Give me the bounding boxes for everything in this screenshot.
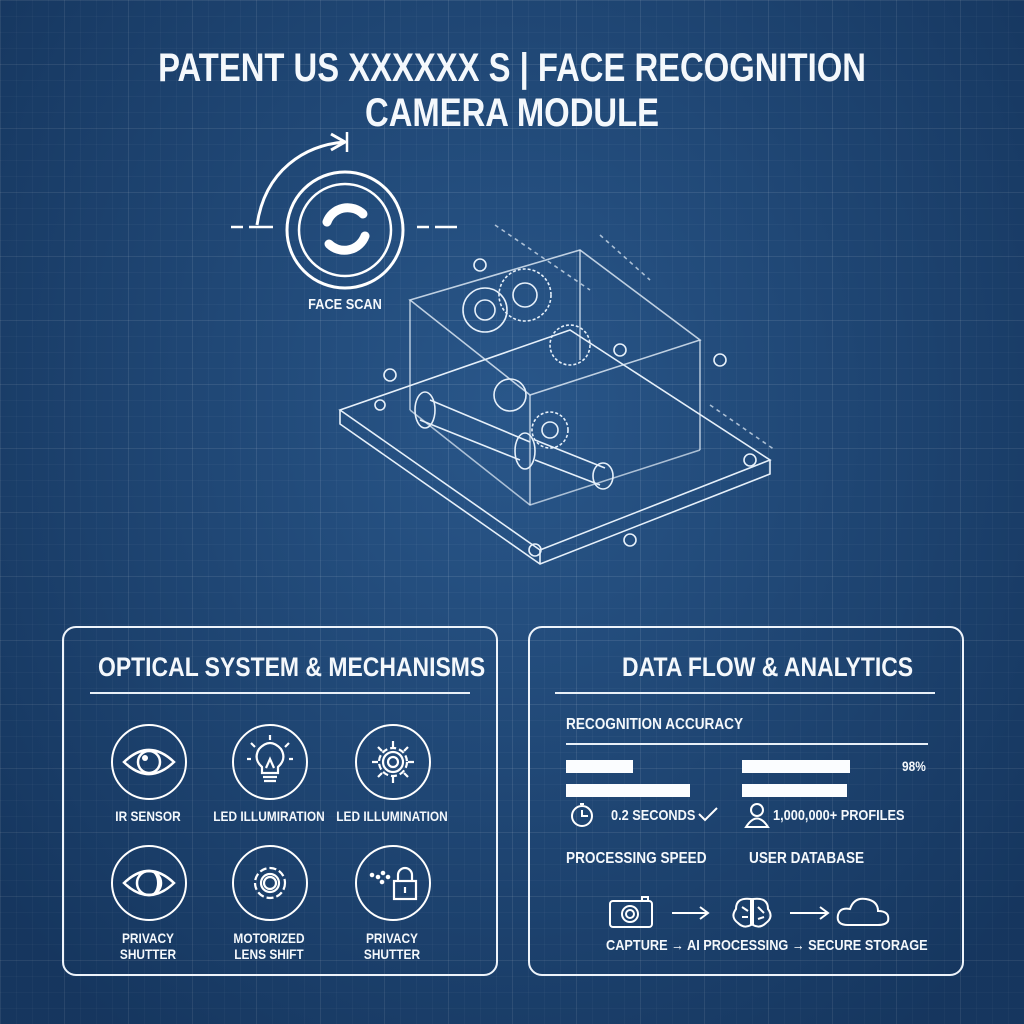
metric-bar <box>566 784 690 797</box>
flow-secure-storage: SECURE STORAGE <box>808 937 928 954</box>
accuracy-value: 98% <box>902 758 926 774</box>
user-icon <box>744 803 770 828</box>
cloud-icon <box>836 897 890 926</box>
data-flow-panel <box>528 626 964 976</box>
data-flow-icons <box>609 896 890 928</box>
eye-icon <box>122 748 176 776</box>
flow-arrow: → <box>791 937 805 954</box>
metric-bar <box>742 760 850 773</box>
label-line: SHUTTER <box>119 946 177 962</box>
label-line: LENS SHIFT <box>234 946 304 962</box>
item-ir-sensor <box>111 724 187 800</box>
brain-icon <box>732 897 772 928</box>
optical-panel-title: OPTICAL SYSTEM & MECHANISMS <box>98 652 486 682</box>
flow-arrow: → <box>671 937 684 954</box>
item-privacy-shutter-lock <box>355 845 431 921</box>
flow-ai-processing: AI PROCESSING <box>687 937 789 954</box>
label-line: SHUTTER <box>363 946 421 962</box>
accuracy-label: RECOGNITION ACCURACY <box>566 716 744 733</box>
divider <box>566 743 928 745</box>
label-line: MOTORIZED <box>233 930 305 946</box>
speed-label: PROCESSING SPEED <box>566 850 707 867</box>
item-led-illumination-2 <box>355 724 431 800</box>
metric-bar <box>566 760 633 773</box>
flow-capture: CAPTURE <box>606 937 668 954</box>
item-label: LED ILLUMINATION <box>336 808 448 824</box>
database-label: USER DATABASE <box>749 850 865 867</box>
database-value: 1,000,000+ PROFILES <box>773 807 905 824</box>
face-scan-icon <box>231 132 457 290</box>
lock-icon <box>369 866 418 901</box>
gear-icon <box>372 741 414 783</box>
checkmark-icon <box>698 807 718 822</box>
label-line: PRIVACY <box>121 930 175 946</box>
item-motorized-lens-shift <box>232 845 308 921</box>
gear-icon <box>253 866 287 900</box>
arrow-icon <box>790 906 830 920</box>
flow-labels: CAPTURE → AI PROCESSING → SECURE STORAGE <box>606 937 928 954</box>
item-label: IR SENSOR <box>115 808 181 824</box>
metric-bar <box>742 784 847 797</box>
camera-module-illustration <box>338 224 776 565</box>
item-led-illumination <box>232 724 308 800</box>
camera-icon <box>609 896 653 928</box>
divider <box>90 692 470 694</box>
eye-icon <box>122 869 176 897</box>
arrow-icon <box>672 906 710 920</box>
divider <box>555 692 935 694</box>
speed-value: 0.2 SECONDS <box>611 807 696 824</box>
face-scan-label: FACE SCAN <box>308 296 382 313</box>
stopwatch-icon <box>571 803 593 827</box>
analytics-panel-title: DATA FLOW & ANALYTICS <box>622 652 914 682</box>
lightbulb-icon <box>247 735 293 783</box>
item-privacy-shutter <box>111 845 187 921</box>
page-title: PATENT US XXXXXX S | FACE RECOGNITION CA… <box>158 46 866 135</box>
optical-system-panel <box>62 626 498 976</box>
item-label: LED ILLUMIRATION <box>213 808 325 824</box>
label-line: PRIVACY <box>365 930 419 946</box>
